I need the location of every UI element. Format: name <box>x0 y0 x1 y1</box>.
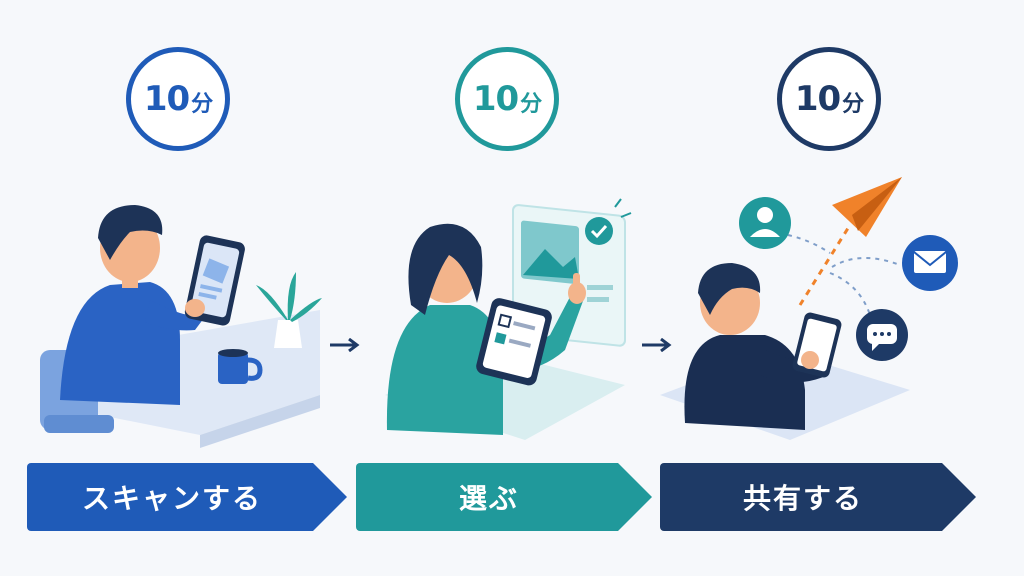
plant-icon <box>256 272 322 348</box>
step-label: スキャンする <box>81 482 262 515</box>
arrow-right-icon <box>642 338 672 352</box>
time-value: 10 <box>472 79 519 119</box>
user-icon <box>739 197 791 249</box>
step-label: 共有する <box>742 482 863 515</box>
chat-icon <box>856 309 908 361</box>
paper-plane-icon <box>832 177 902 237</box>
step-label-banner-3: 共有する <box>660 463 976 531</box>
time-unit: 分 <box>842 92 864 117</box>
time-value: 10 <box>143 79 190 119</box>
illustration-select <box>385 198 632 440</box>
step-label: 選ぶ <box>458 482 519 515</box>
tablet-icon <box>476 298 552 386</box>
time-unit: 分 <box>191 92 213 117</box>
time-value: 10 <box>794 79 841 119</box>
time-unit: 分 <box>520 92 542 117</box>
check-icon <box>585 198 632 245</box>
arrow-right-icon <box>330 338 360 352</box>
illustration-scan <box>40 205 322 448</box>
step-label-banner-1: スキャンする <box>27 463 347 531</box>
step-label-banner-2: 選ぶ <box>356 463 652 531</box>
mug-icon <box>218 349 263 384</box>
illustration-share <box>660 177 958 440</box>
mail-icon <box>902 235 958 291</box>
